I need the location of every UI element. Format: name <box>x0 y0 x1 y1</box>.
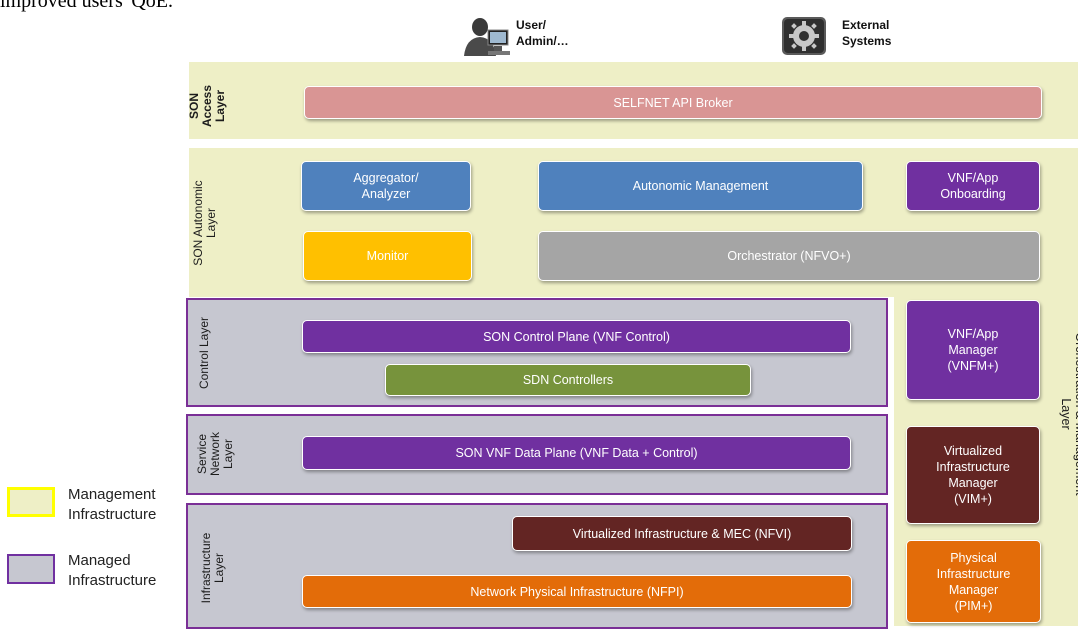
son-autonomic-layer-label: SON Autonomic Layer <box>191 180 218 266</box>
legend-managed-label: Managed Infrastructure <box>68 552 157 589</box>
aggregator-analyzer: Aggregator/ Analyzer <box>301 161 471 211</box>
pim: Physical Infrastructure Manager (PIM+) <box>906 540 1041 623</box>
monitor: Monitor <box>303 231 472 281</box>
nfvi: Virtualized Infrastructure & MEC (NFVI) <box>512 516 852 551</box>
orchestration-management-layer-label: Orchestration & Management Layer <box>1059 332 1078 496</box>
orchestrator-nfvo: Orchestrator (NFVO+) <box>538 231 1040 281</box>
son-control-plane: SON Control Plane (VNF Control) <box>302 320 851 353</box>
user-at-computer-icon <box>458 16 514 56</box>
gears-icon <box>781 16 827 56</box>
user-admin-label: User/ Admin/… <box>516 18 569 48</box>
service-network-layer-label: Service Network Layer <box>194 432 235 477</box>
legend-management-label: Management Infrastructure <box>68 486 157 523</box>
infrastructure-layer-label: Infrastructure Layer <box>199 532 226 604</box>
selfnet-api-broker: SELFNET API Broker <box>304 86 1042 119</box>
vnf-app-onboarding: VNF/App Onboarding <box>906 161 1040 211</box>
vim: Virtualized Infrastructure Manager (VIM+… <box>906 426 1040 524</box>
control-layer-label: Control Layer <box>196 316 211 390</box>
legend-management-swatch <box>7 487 55 517</box>
nfpi: Network Physical Infrastructure (NFPI) <box>302 575 852 608</box>
legend-managed-swatch <box>7 554 55 584</box>
son-access-layer-label: SON Access Layer <box>186 84 227 128</box>
autonomic-management: Autonomic Management <box>538 161 863 211</box>
top-text: improved users' QoE. <box>0 0 174 12</box>
sdn-controllers: SDN Controllers <box>385 364 751 396</box>
external-systems-label: External Systems <box>842 18 892 48</box>
vnf-app-manager: VNF/App Manager (VNFM+) <box>906 300 1040 400</box>
son-vnf-data-plane: SON VNF Data Plane (VNF Data + Control) <box>302 436 851 470</box>
